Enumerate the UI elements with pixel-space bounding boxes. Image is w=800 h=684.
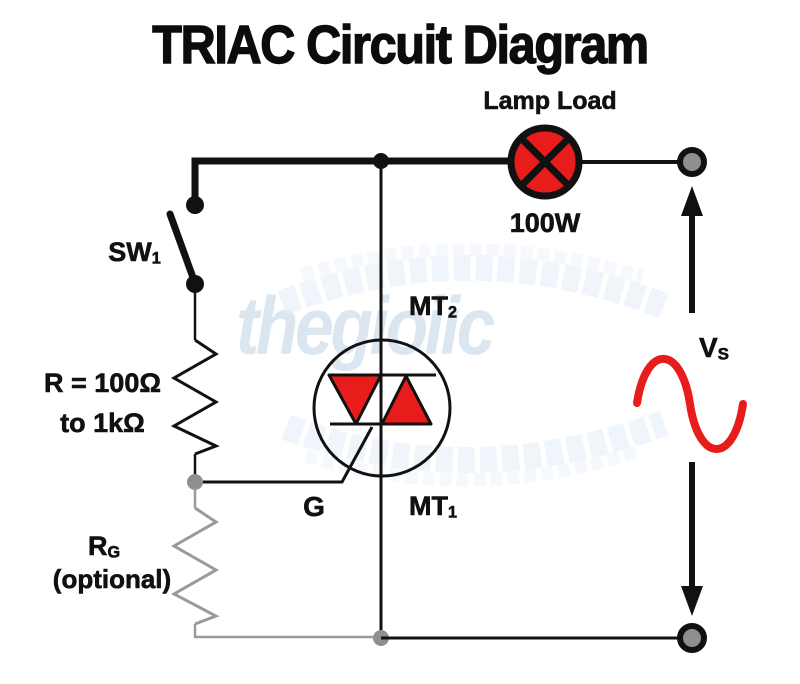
arrow-down-icon <box>681 462 703 616</box>
page-title: TRIAC Circuit Diagram <box>152 14 650 75</box>
triac-mt1-label-sub: 1 <box>447 503 458 522</box>
circuit <box>166 124 747 653</box>
lamp-load-label: Lamp Load <box>483 87 617 115</box>
switch-label-sub: 1 <box>151 249 161 268</box>
triac-mt2-label-sub: 2 <box>447 303 458 322</box>
triac-triangle-left <box>327 373 383 426</box>
lamp-power-label: 100W <box>509 208 581 238</box>
series-resistor-label-line2: to 1kΩ <box>60 408 145 438</box>
junction-dot-gate-node <box>187 474 203 490</box>
supply-voltage-label-main: V <box>699 332 718 363</box>
gate-resistor-label: RG <box>40 531 168 562</box>
gate-resistor-label-sub: G <box>107 543 121 562</box>
watermark-logo-text: thegioiic <box>236 281 495 372</box>
wire-gate <box>195 426 374 484</box>
triac-symbol-icon <box>312 338 452 478</box>
supply-voltage-label: VS <box>682 332 746 364</box>
triac-gate-label: G <box>303 491 325 522</box>
switch-contact-top <box>186 196 204 214</box>
terminal-bottom-right <box>677 623 707 653</box>
sine-wave-icon <box>633 355 747 453</box>
resistor-r-icon <box>170 338 220 456</box>
triac-mt2-label: MT2 <box>383 291 483 322</box>
switch-label: SW1 <box>82 237 187 268</box>
triac-triangle-right <box>380 374 433 426</box>
switch-blade <box>166 210 199 287</box>
junction-dot-top <box>373 153 389 169</box>
gate-resistor-note: (optional) <box>52 564 172 594</box>
lamp-icon <box>507 124 583 200</box>
triac-mt2-label-main: MT <box>409 291 449 321</box>
wire-rg-to-bottom <box>193 624 377 639</box>
resistor-rg-branch <box>170 488 377 639</box>
gate-resistor-label-main: R <box>87 531 108 561</box>
resistor-rg-icon <box>170 506 220 626</box>
arrow-up-icon <box>681 186 703 313</box>
triac-mt1-label: MT1 <box>383 491 483 522</box>
triac-mt1-label-main: MT <box>409 491 449 521</box>
triac-circle <box>312 338 452 478</box>
wire-top-rail <box>191 157 510 198</box>
switch-label-main: SW <box>108 237 152 267</box>
series-resistor-label-line1: R = 100Ω <box>44 368 162 398</box>
watermark-globe-icon <box>277 243 669 487</box>
terminal-top-right <box>677 147 707 177</box>
supply-voltage-label-sub: S <box>717 344 729 364</box>
lamp-cross-2 <box>520 137 570 187</box>
